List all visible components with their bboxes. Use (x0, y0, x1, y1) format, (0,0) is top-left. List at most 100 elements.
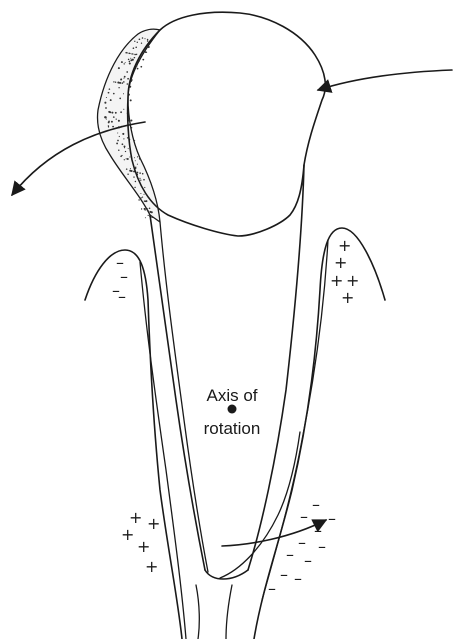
stipple-dot (106, 97, 107, 98)
stipple-dot (115, 82, 116, 83)
svg-text:–: – (280, 565, 288, 584)
stipple-dot (137, 156, 138, 157)
tension-marks-upper-right: + + + + + (330, 236, 359, 307)
stipple-dot (135, 181, 136, 182)
svg-text:+: + (334, 253, 347, 272)
stipple-dot (106, 119, 107, 120)
stipple-dot (130, 119, 132, 121)
svg-text:+: + (137, 537, 150, 556)
stipple-dot (131, 170, 133, 172)
compression-marks-lower-right: – – – – – – – – – – – (268, 495, 336, 598)
svg-text:–: – (304, 551, 312, 570)
stipple-dot (111, 121, 113, 123)
stipple-dot (148, 215, 149, 216)
stipple-dot (140, 193, 141, 194)
svg-text:+: + (147, 514, 160, 533)
alveolar-crest-right (254, 228, 385, 639)
stipple-dot (130, 99, 132, 101)
svg-text:–: – (298, 533, 306, 552)
stipple-dot (125, 151, 126, 152)
stipple-dot (137, 42, 138, 43)
stipple-dot (119, 98, 121, 100)
stipple-dot (149, 208, 151, 210)
stipple-dot (125, 62, 126, 63)
force-arrow (318, 70, 452, 90)
stipple-dot (104, 116, 106, 118)
stipple-dot (117, 140, 119, 142)
stipple-dot (129, 156, 130, 157)
stipple-dot (121, 61, 123, 63)
stipple-dot (133, 54, 134, 55)
stipple-dot (126, 168, 128, 170)
stipple-dot (105, 107, 107, 109)
stipple-dot (137, 68, 139, 70)
svg-text:–: – (300, 507, 308, 526)
stipple-dot (144, 208, 146, 210)
stipple-dot (148, 46, 150, 48)
stipple-dot (147, 39, 149, 41)
stipple-dot (117, 132, 118, 133)
stipple-dot (121, 155, 122, 156)
stipple-dot (142, 173, 144, 175)
stipple-dot (135, 47, 137, 49)
stipple-dot (130, 127, 132, 129)
stipple-dot (116, 142, 118, 144)
stipple-dot (108, 92, 110, 94)
stipple-dot (113, 93, 115, 95)
stipple-dot (119, 82, 121, 84)
axis-label-line1: Axis of (206, 386, 257, 405)
stipple-dot (123, 78, 124, 79)
stipple-dot (137, 164, 138, 165)
stipple-dot (139, 38, 141, 40)
tension-marks-lower-left: + + + + + (121, 508, 160, 576)
stipple-dot (141, 43, 142, 44)
stipple-dot (142, 196, 143, 197)
stipple-dot (124, 76, 126, 78)
stipple-dot (138, 199, 139, 200)
stipple-dot (118, 120, 120, 122)
stipple-dot (119, 136, 120, 137)
svg-text:–: – (120, 267, 128, 286)
svg-text:–: – (328, 509, 336, 528)
stipple-dot (134, 140, 135, 141)
root-inner-line (160, 222, 208, 572)
stipple-dot (137, 172, 139, 174)
stipple-dot (129, 62, 131, 64)
stipple-dot (135, 54, 136, 55)
stipple-dot (128, 59, 130, 61)
stipple-dot (130, 53, 131, 54)
svg-text:–: – (268, 579, 276, 598)
stipple-dot (121, 78, 122, 79)
stipple-dot (151, 212, 152, 213)
stipple-dot (144, 38, 145, 39)
svg-text:+: + (145, 557, 158, 576)
stipple-dot (124, 146, 126, 148)
stipple-dot (141, 197, 142, 198)
stipple-dot (108, 121, 110, 123)
stipple-dot (123, 109, 124, 110)
stipple-dot (134, 157, 135, 158)
svg-text:+: + (341, 288, 354, 307)
stipple-dot (134, 41, 135, 42)
stipple-dot (130, 168, 131, 169)
stipple-dot (104, 102, 106, 104)
stipple-dot (124, 147, 125, 148)
stipple-dot (145, 217, 146, 218)
stipple-dot (145, 200, 147, 202)
stipple-dot (123, 93, 124, 94)
stipple-dot (113, 116, 115, 118)
stipple-dot (118, 67, 120, 69)
stipple-dot (124, 159, 125, 160)
stipple-dot (147, 40, 149, 42)
svg-text:–: – (286, 545, 294, 564)
stipple-dot (139, 158, 141, 160)
stipple-dot (141, 208, 142, 209)
stipple-dot (140, 199, 141, 200)
stipple-dot (111, 112, 113, 114)
bone-lower-right (226, 585, 232, 639)
svg-text:+: + (121, 525, 134, 544)
stipple-dot (151, 216, 153, 218)
stipple-dot (133, 176, 134, 177)
stipple-dot (123, 81, 125, 83)
